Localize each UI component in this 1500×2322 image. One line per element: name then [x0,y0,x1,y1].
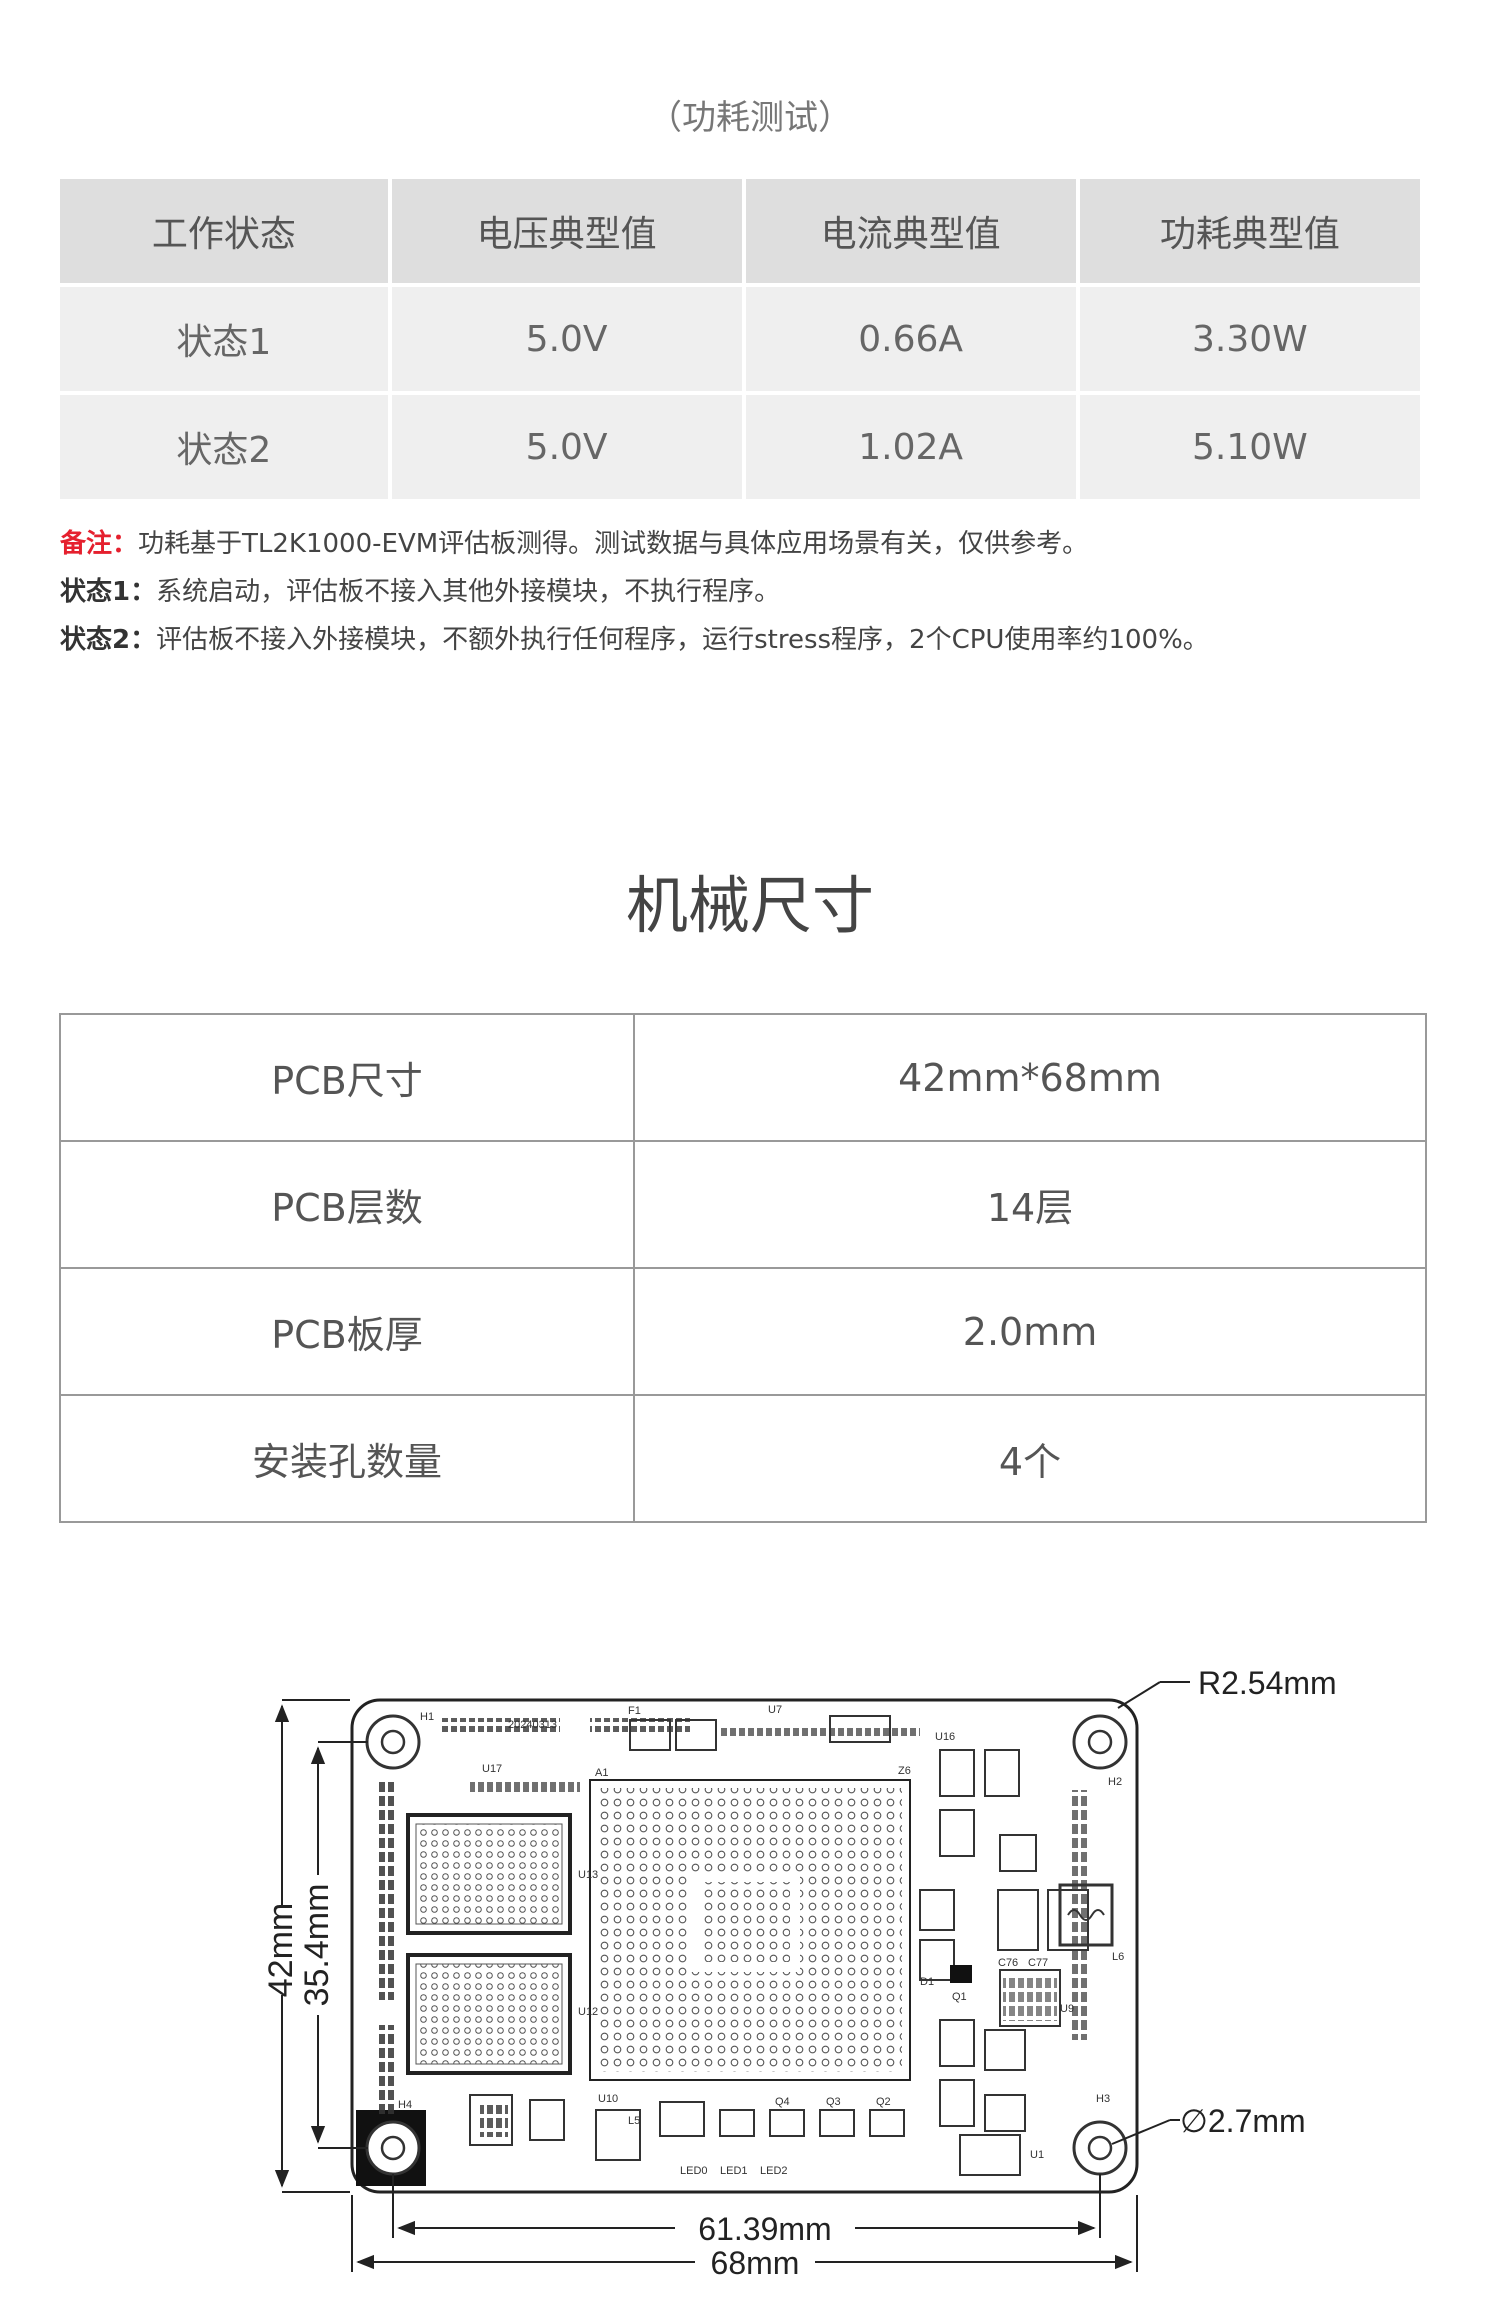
soc-bga [589,1779,911,2081]
note-text: 评估板不接入外接模块，不额外执行任何程序，运行stress程序，2个CPU使用率… [156,625,1209,655]
silk-d1: D1 [920,1976,934,1988]
silk-c76: C76 [998,1957,1018,1969]
silk-h3: H3 [1096,2093,1110,2105]
note-tag: 状态1： [60,577,157,607]
header-voltage: 电压典型值 [391,179,742,283]
inductor-l6 [1058,1883,1114,1947]
cell-voltage: 5.0V [391,395,742,499]
cell-power: 5.10W [1079,395,1420,499]
silk-l5: L5 [628,2115,640,2127]
spec-key: PCB层数 [59,1140,635,1269]
table-row: PCB层数 14层 [59,1140,1427,1269]
silk-u9: U9 [1060,2003,1074,2015]
silk-u16: U16 [935,1731,955,1743]
silk-h2: H2 [1108,1776,1122,1788]
dim-width-label: 68mm [711,2245,800,2281]
power-test-caption: （功耗测试） [648,98,852,138]
mechanical-table: PCB尺寸 42mm*68mm PCB层数 14层 PCB板厚 2.0mm 安装… [59,1013,1427,1523]
table-row: PCB板厚 2.0mm [59,1267,1427,1396]
dim-hole-diameter-label: ∅2.7mm [1180,2103,1306,2139]
note-tag: 备注： [60,529,139,559]
table-row: PCB尺寸 42mm*68mm [59,1013,1427,1142]
power-table-header: 工作状态 电压典型值 电流典型值 功耗典型值 [60,179,1420,283]
silk-u12: U12 [578,2006,598,2018]
spec-value: 42mm*68mm [633,1013,1427,1142]
header-power: 功耗典型值 [1079,179,1420,283]
note-text: 系统启动，评估板不接入其他外接模块，不执行程序。 [156,577,781,607]
spec-value: 14层 [633,1140,1427,1269]
silk-a1: A1 [595,1767,608,1779]
note-tag: 状态2： [60,625,157,655]
mounting-hole-h2 [1072,1714,1128,1770]
silk-h1: H1 [420,1711,434,1723]
silk-led0: LED0 [680,2165,708,2177]
silk-h4: H4 [398,2099,412,2111]
silk-u10: U10 [598,2093,618,2105]
silk-q3: Q3 [826,2096,841,2108]
mounting-hole-h4 [356,2110,426,2186]
dim-corner-radius-label: R2.54mm [1198,1665,1337,1701]
power-notes: 备注：功耗基于TL2K1000-EVM评估板测得。测试数据与具体应用场景有关，仅… [60,520,1440,664]
silk-u1: U1 [1030,2149,1044,2161]
note-state2: 状态2：评估板不接入外接模块，不额外执行任何程序，运行stress程序，2个CP… [60,616,1440,664]
silk-c77: C77 [1028,1957,1048,1969]
table-row: 状态2 5.0V 1.02A 5.10W [60,395,1420,499]
memory-chip-u12 [406,1953,572,2075]
spec-value: 4个 [633,1394,1427,1523]
silk-u7: U7 [768,1704,782,1716]
cell-state: 状态2 [60,395,388,499]
spec-key: PCB板厚 [59,1267,635,1396]
cell-power: 3.30W [1079,287,1420,391]
spec-key: PCB尺寸 [59,1013,635,1142]
dim-hole-height-label: 35.4mm [298,1884,336,2007]
spec-key: 安装孔数量 [59,1394,635,1523]
header-work-state: 工作状态 [60,179,388,283]
mechanical-title: 机械尺寸 [625,869,874,942]
silk-u17: U17 [482,1763,502,1775]
note-remark: 备注：功耗基于TL2K1000-EVM评估板测得。测试数据与具体应用场景有关，仅… [60,520,1440,568]
board-date-code: 20240313 [508,1719,557,1731]
silk-u13: U13 [578,1869,598,1881]
silk-q4: Q4 [775,2096,790,2108]
power-table: 工作状态 电压典型值 电流典型值 功耗典型值 状态1 5.0V 0.66A 3.… [56,175,1424,503]
spec-value: 2.0mm [633,1267,1427,1396]
pcb-mechanical-drawing: H1 H2 H3 H4 U17 U13 U12 U10 U16 U7 F1 U9… [262,1665,1337,2281]
dim-hole-span-label: 61.39mm [698,2211,831,2247]
note-state1: 状态1：系统启动，评估板不接入其他外接模块，不执行程序。 [60,568,1440,616]
cell-current: 0.66A [745,287,1076,391]
silk-z6: Z6 [898,1765,911,1777]
silk-led1: LED1 [720,2165,748,2177]
silk-f1: F1 [628,1705,641,1717]
header-current: 电流典型值 [745,179,1076,283]
cell-current: 1.02A [745,395,1076,499]
note-text: 功耗基于TL2K1000-EVM评估板测得。测试数据与具体应用场景有关，仅供参考… [138,529,1089,559]
silk-l6: L6 [1112,1951,1124,1963]
silk-q1: Q1 [952,1991,967,2003]
dim-height-label: 42mm [262,1903,300,1997]
silk-q2: Q2 [876,2096,891,2108]
ic-u9 [1003,1975,1057,2021]
memory-chip-u13 [406,1813,572,1935]
silk-led2: LED2 [760,2165,788,2177]
cell-voltage: 5.0V [391,287,742,391]
cell-state: 状态1 [60,287,388,391]
table-row: 安装孔数量 4个 [59,1394,1427,1523]
table-row: 状态1 5.0V 0.66A 3.30W [60,287,1420,391]
